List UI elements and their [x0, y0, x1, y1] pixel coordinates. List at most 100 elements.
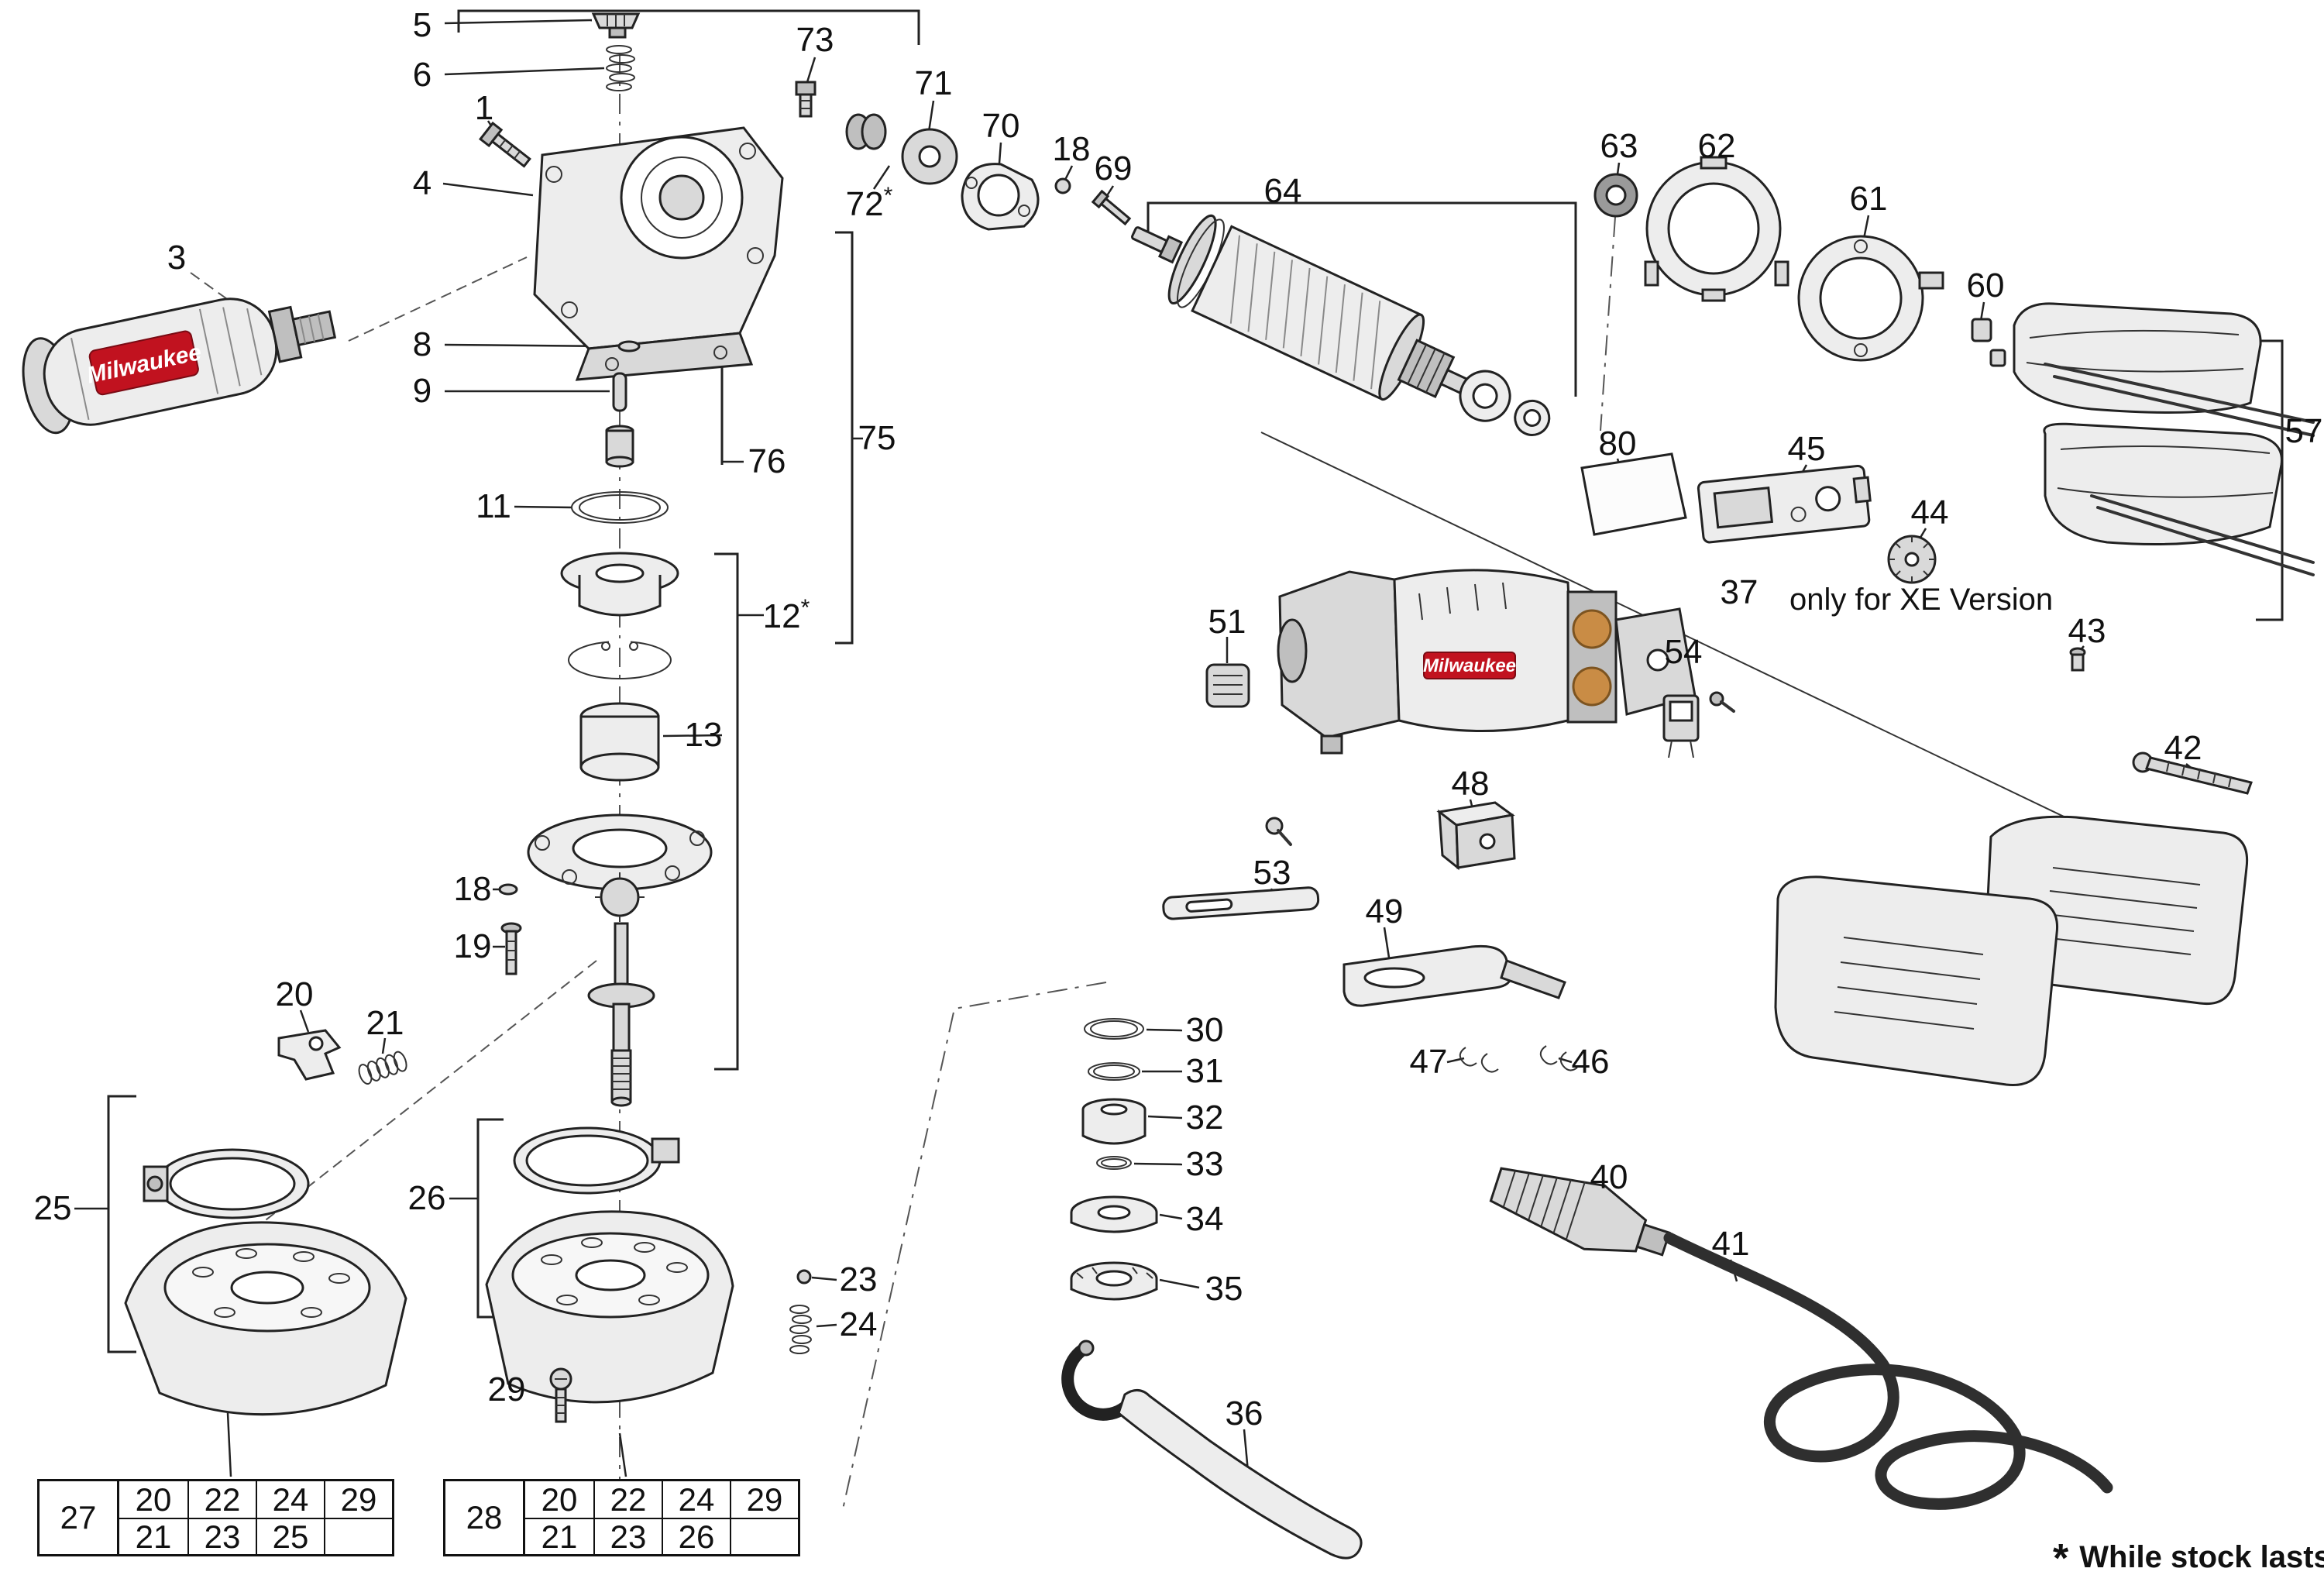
asterisk-icon: * [2053, 1536, 2069, 1581]
motor-assembly: Milwaukee [1277, 569, 1697, 755]
part-label-18-bottom: 18 [453, 870, 492, 908]
label-plate-part-80 [1580, 452, 1687, 536]
part-label-31: 31 [1185, 1052, 1224, 1090]
part-label-20: 20 [275, 975, 314, 1013]
part-label-75: 75 [858, 419, 896, 457]
bearing-plate-part-70 [961, 163, 1040, 231]
part-label-3: 3 [167, 239, 187, 277]
fan-baffle-part-62 [1644, 156, 1789, 302]
electronics-module-part-45 [1697, 465, 1872, 544]
table-cell: 21 [119, 1518, 187, 1555]
rubber-mount-part-63 [1593, 173, 1638, 218]
table-cell: 26 [662, 1518, 730, 1555]
part-label-80: 80 [1598, 425, 1637, 463]
part-label-12: 12* [762, 595, 810, 635]
part-label-32: 32 [1185, 1099, 1224, 1137]
table-cell: 20 [541, 1481, 578, 1518]
table-cell: 24 [662, 1481, 730, 1518]
part-label-63: 63 [1600, 127, 1638, 165]
part-label-44: 44 [1910, 494, 1949, 531]
part-label-60: 60 [1966, 267, 2005, 304]
part-label-54: 54 [1664, 633, 1703, 671]
part-label-47: 47 [1409, 1043, 1448, 1081]
washer-part-18-bottom [498, 883, 518, 896]
small-screw-part [1265, 817, 1292, 846]
part-label-62: 62 [1697, 127, 1736, 165]
switch-block-part-48 [1436, 801, 1516, 871]
screw-part-43 [2069, 647, 2086, 672]
part-label-48: 48 [1451, 765, 1490, 803]
table-cell: 23 [593, 1518, 662, 1555]
part-label-76: 76 [748, 442, 786, 480]
table-cell [730, 1518, 798, 1554]
table-cell: 21 [525, 1518, 593, 1555]
slider-button-part-51 [1205, 663, 1250, 708]
adjust-knob-part-44 [1887, 535, 1937, 584]
part-label-6: 6 [412, 56, 432, 94]
part-label-34: 34 [1185, 1200, 1224, 1238]
spring-part-6 [606, 45, 635, 91]
group-brackets [74, 9, 2284, 1353]
part-label-37: 37 [1720, 573, 1758, 611]
part-label-64: 64 [1263, 172, 1302, 210]
clamp-lever-part-20 [277, 1029, 342, 1081]
cord-sleeve-part-40 [1489, 1167, 1671, 1257]
guard-assembly-26 [485, 1126, 734, 1404]
lock-lever-part-49 [1342, 944, 1566, 1007]
small-part-60 [1971, 318, 2006, 367]
table-cell: 22 [593, 1481, 662, 1518]
armature-part-64 [1131, 214, 1551, 436]
contact-clips-part-47 [1459, 1047, 1499, 1073]
part-label-4: 4 [412, 164, 432, 202]
table-ref-cell: 27 [60, 1499, 97, 1536]
brush-plate-part-61 [1797, 235, 1944, 362]
part-label-29: 29 [487, 1370, 526, 1408]
screw-part-19 [500, 922, 522, 975]
stock-note-text: While stock lasts [2079, 1540, 2324, 1574]
spring-part-21 [358, 1051, 407, 1085]
body-brand-logo: Milwaukee [1423, 655, 1516, 676]
adjusting-knob-part-5 [591, 12, 641, 39]
switch-part-54 [1662, 691, 1735, 758]
stock-availability-note: * While stock lasts [2053, 1536, 2324, 1582]
part-label-18-top: 18 [1052, 130, 1091, 168]
part-label-30: 30 [1185, 1011, 1224, 1049]
table-cell: 20 [135, 1481, 172, 1518]
part-label-70: 70 [982, 107, 1020, 145]
part-label-49: 49 [1365, 892, 1404, 930]
power-cord-part-41 [1663, 1232, 2113, 1510]
part-label-41: 41 [1711, 1225, 1750, 1263]
washer-part-18-top [1054, 177, 1071, 194]
part-label-35: 35 [1205, 1270, 1243, 1308]
table-ref-cell: 28 [466, 1499, 503, 1536]
part-label-9: 9 [412, 372, 432, 410]
disc-hardware-stack [1070, 1018, 1158, 1301]
table-cell [324, 1518, 392, 1554]
part-label-25: 25 [33, 1189, 72, 1227]
part-label-53: 53 [1253, 854, 1291, 892]
part-label-1: 1 [474, 89, 494, 127]
table-cell: 29 [324, 1481, 392, 1518]
part-label-11: 11 [476, 487, 511, 525]
spindle-stack-parts [527, 340, 713, 1107]
part-label-73: 73 [796, 21, 834, 59]
gear-housing-part [533, 126, 784, 381]
table-cell: 24 [256, 1481, 324, 1518]
part-label-46: 46 [1571, 1043, 1610, 1081]
screw-part-1 [479, 121, 531, 168]
xe-version-note: only for XE Version [1789, 583, 2054, 617]
part-label-26: 26 [407, 1179, 446, 1217]
part-label-33: 33 [1185, 1145, 1224, 1183]
slider-bar-part-53 [1162, 886, 1320, 920]
table-cell: 22 [187, 1481, 256, 1518]
part-label-51: 51 [1208, 603, 1246, 641]
side-handle-part: Milwaukee [22, 297, 337, 435]
part-label-23: 23 [839, 1260, 878, 1298]
part-label-19: 19 [453, 927, 492, 965]
part-label-21: 21 [366, 1004, 404, 1042]
